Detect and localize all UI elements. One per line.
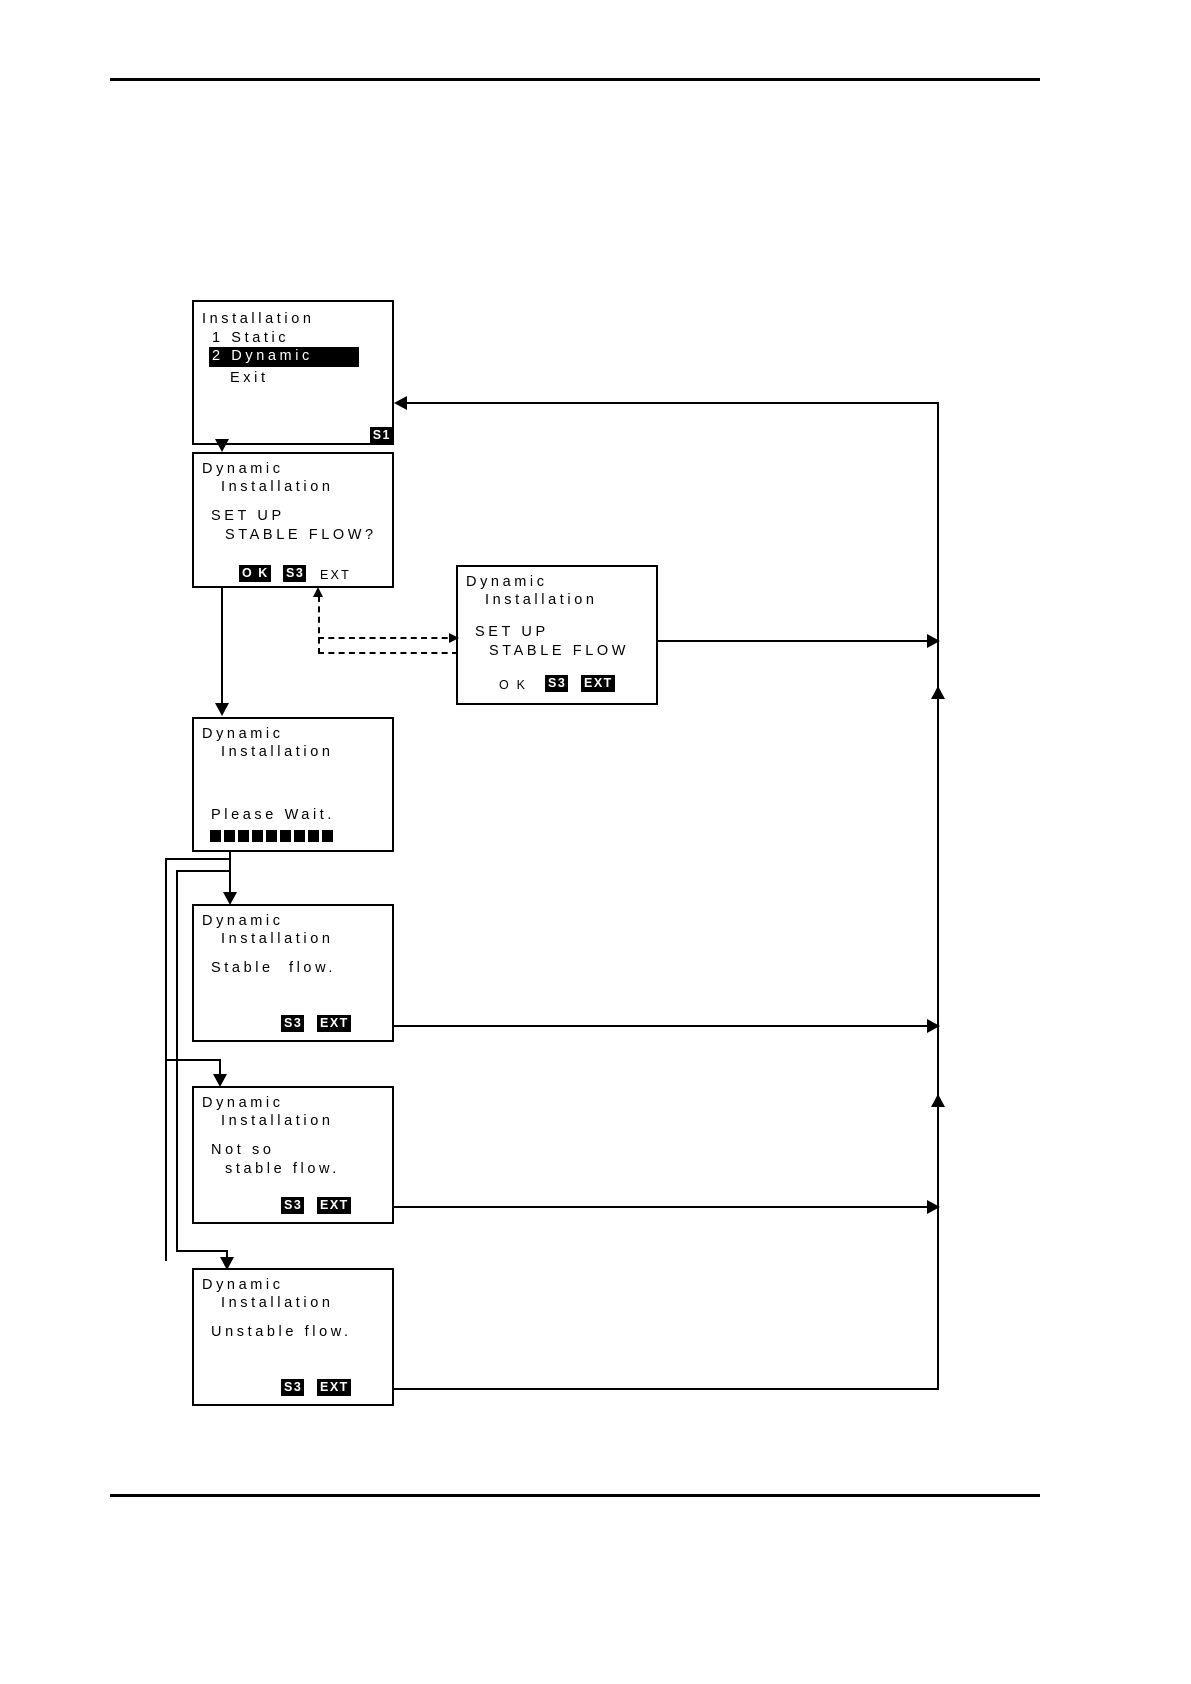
progress-block	[280, 830, 291, 842]
softkey-s3-screen3[interactable]: S3	[545, 674, 569, 692]
arrowhead-wait-to-stable	[223, 892, 237, 905]
branch-rail-inner-top	[176, 870, 231, 872]
branch-rail-top	[165, 858, 231, 860]
screen6-line-result-2: stable flow.	[225, 1161, 340, 1177]
arrowhead-dashed-up-to-ext	[313, 587, 323, 597]
arrowhead-menu-to-query	[215, 439, 229, 452]
branch-to-not-so-stable-v	[219, 1059, 221, 1077]
softkey-ok-screen3[interactable]: O K	[499, 677, 528, 692]
softkey-s3-screen6[interactable]: S3	[281, 1196, 305, 1214]
arrowhead-bus-up-1	[931, 686, 945, 699]
arrowhead-stable-to-bus	[927, 1019, 940, 1033]
arrowhead-query-to-wait	[215, 703, 229, 716]
branch-rail-inner	[176, 870, 178, 1252]
dashed-ext-riser	[318, 596, 320, 654]
screen-unstable-flow-result[interactable]: Dynamic Installation Unstable flow. S3 E…	[192, 1268, 394, 1406]
arrowhead-to-unstable	[220, 1257, 234, 1270]
softkey-s3-screen7[interactable]: S3	[281, 1378, 305, 1396]
softkey-ext-screen5[interactable]: EXT	[317, 1014, 351, 1032]
screen4-line-please-wait: Please Wait.	[211, 807, 336, 823]
menu-item-exit[interactable]: Exit	[230, 370, 269, 386]
screen5-line-result: Stable flow.	[211, 960, 336, 976]
not-so-stable-to-bus	[394, 1206, 939, 1208]
progress-block	[224, 830, 235, 842]
screen2-line-stable-flow-q: STABLE FLOW?	[225, 527, 377, 543]
stable-to-bus	[394, 1025, 939, 1027]
menu-title: Installation	[202, 311, 315, 327]
arrowhead-return-to-menu	[394, 396, 407, 410]
progress-block	[294, 830, 305, 842]
progress-block	[252, 830, 263, 842]
screen7-line-installation: Installation	[221, 1295, 334, 1311]
branch-to-not-so-stable	[165, 1059, 221, 1061]
confirm-to-bus	[658, 640, 939, 642]
screen-installation-menu[interactable]: Installation 1 Static 2 Dynamic Exit S1	[192, 300, 394, 445]
softkey-ext-screen7[interactable]: EXT	[317, 1378, 351, 1396]
screen7-line-result: Unstable flow.	[211, 1324, 352, 1340]
screen-setup-stable-flow-query[interactable]: Dynamic Installation SET UP STABLE FLOW?…	[192, 452, 394, 588]
screen3-line-setup: SET UP	[475, 624, 549, 640]
screen5-line-dynamic: Dynamic	[202, 913, 284, 929]
screen2-line-installation: Installation	[221, 479, 334, 495]
softkey-ok-screen2[interactable]: O K	[239, 564, 271, 582]
unstable-to-bus	[394, 1388, 939, 1390]
return-bus-vertical	[937, 402, 939, 1389]
screen7-line-dynamic: Dynamic	[202, 1277, 284, 1293]
softkey-s3-screen2[interactable]: S3	[283, 564, 307, 582]
arrowhead-bus-up-2	[931, 1094, 945, 1107]
softkey-ext-screen2[interactable]: EXT	[320, 567, 351, 582]
screen-please-wait: Dynamic Installation Please Wait.	[192, 717, 394, 852]
progress-block	[308, 830, 319, 842]
screen-setup-stable-flow-confirm[interactable]: Dynamic Installation SET UP STABLE FLOW …	[456, 565, 658, 705]
arrowhead-confirm-to-bus	[927, 634, 940, 648]
softkey-s3-screen5[interactable]: S3	[281, 1014, 305, 1032]
dashed-ext-to-confirm-lower	[318, 652, 458, 654]
connector-wait-to-stable	[229, 852, 231, 895]
screen4-line-dynamic: Dynamic	[202, 726, 284, 742]
menu-item-dynamic[interactable]: 2 Dynamic	[209, 347, 359, 367]
softkey-ext-screen6[interactable]: EXT	[317, 1196, 351, 1214]
screen6-line-installation: Installation	[221, 1113, 334, 1129]
progress-block	[210, 830, 221, 842]
menu-item-static[interactable]: 1 Static	[212, 330, 290, 346]
screen-stable-flow-result[interactable]: Dynamic Installation Stable flow. S3 EXT	[192, 904, 394, 1042]
screen4-line-installation: Installation	[221, 744, 334, 760]
branch-to-unstable	[176, 1250, 228, 1252]
screen3-line-dynamic: Dynamic	[466, 574, 548, 590]
connector-query-to-wait	[221, 588, 223, 704]
screen2-line-dynamic: Dynamic	[202, 461, 284, 477]
progress-block	[238, 830, 249, 842]
softkey-ext-screen3[interactable]: EXT	[581, 674, 615, 692]
arrowhead-dashed-into-confirm	[449, 633, 459, 643]
screen6-line-dynamic: Dynamic	[202, 1095, 284, 1111]
arrowhead-not-so-stable-to-bus	[927, 1200, 940, 1214]
screen3-line-installation: Installation	[485, 592, 598, 608]
progress-block	[266, 830, 277, 842]
screen3-line-stable-flow: STABLE FLOW	[489, 643, 630, 659]
softkey-s1[interactable]: S1	[369, 426, 393, 444]
return-to-menu-horizontal	[400, 402, 939, 404]
page-header-rule	[110, 78, 1040, 81]
arrowhead-to-not-so-stable	[213, 1074, 227, 1087]
page-footer-rule	[110, 1494, 1040, 1497]
screen-not-so-stable-flow-result[interactable]: Dynamic Installation Not so stable flow.…	[192, 1086, 394, 1224]
screen6-line-result-1: Not so	[211, 1142, 275, 1158]
screen2-line-setup: SET UP	[211, 508, 285, 524]
progress-block	[322, 830, 333, 842]
screen5-line-installation: Installation	[221, 931, 334, 947]
dashed-ext-to-confirm-upper	[318, 637, 458, 639]
progress-bar	[210, 830, 333, 842]
